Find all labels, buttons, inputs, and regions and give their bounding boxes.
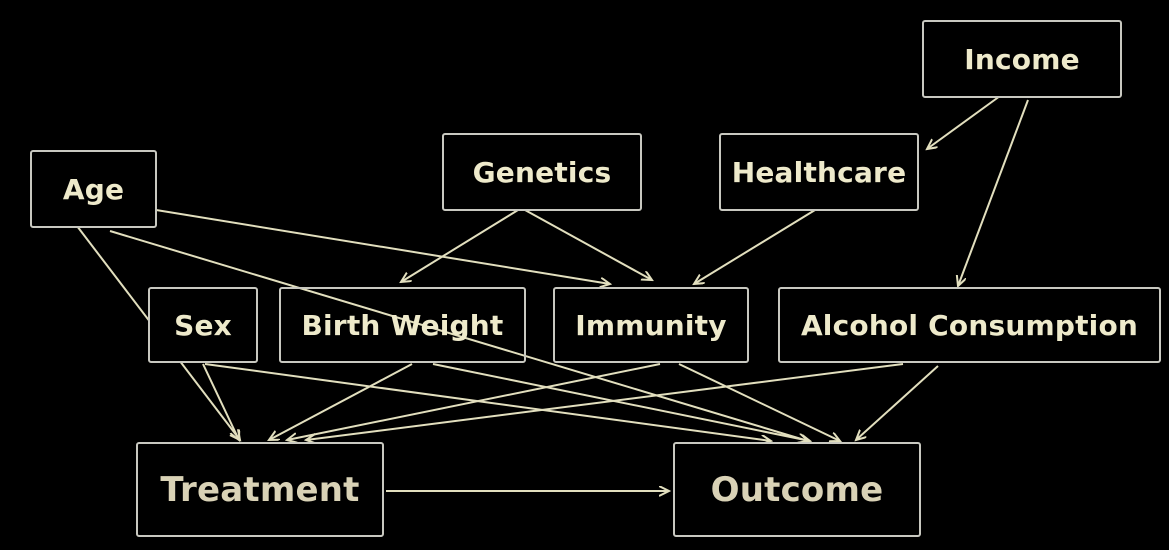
node-sex: Sex <box>148 287 258 363</box>
edge-birth-weight-to-outcome <box>432 363 810 441</box>
edge-immunity-to-outcome <box>678 363 840 441</box>
edge-alcohol-to-treatment <box>306 363 904 440</box>
edge-income-to-healthcare <box>927 95 1001 149</box>
edge-genetics-to-birth-weight <box>401 209 519 282</box>
node-birth-weight: Birth Weight <box>279 287 526 363</box>
node-healthcare: Healthcare <box>719 133 919 211</box>
node-treatment: Treatment <box>136 442 384 537</box>
edge-sex-to-treatment <box>202 363 239 440</box>
edge-healthcare-to-immunity <box>694 209 816 284</box>
node-income: Income <box>922 20 1122 98</box>
node-immunity: Immunity <box>553 287 749 363</box>
node-genetics: Genetics <box>442 133 642 211</box>
edge-age-to-outcome <box>109 230 808 441</box>
node-alcohol-consumption: Alcohol Consumption <box>778 287 1161 363</box>
edge-immunity-to-treatment <box>287 363 661 440</box>
node-age: Age <box>30 150 157 228</box>
edge-income-to-alcohol <box>958 99 1029 286</box>
edge-sex-to-outcome <box>204 363 771 441</box>
edge-alcohol-to-outcome <box>856 365 939 440</box>
edge-birth-weight-to-treatment <box>269 363 413 440</box>
node-outcome: Outcome <box>673 442 921 537</box>
edge-genetics-to-immunity <box>524 209 652 280</box>
edge-age-to-immunity <box>149 208 610 284</box>
